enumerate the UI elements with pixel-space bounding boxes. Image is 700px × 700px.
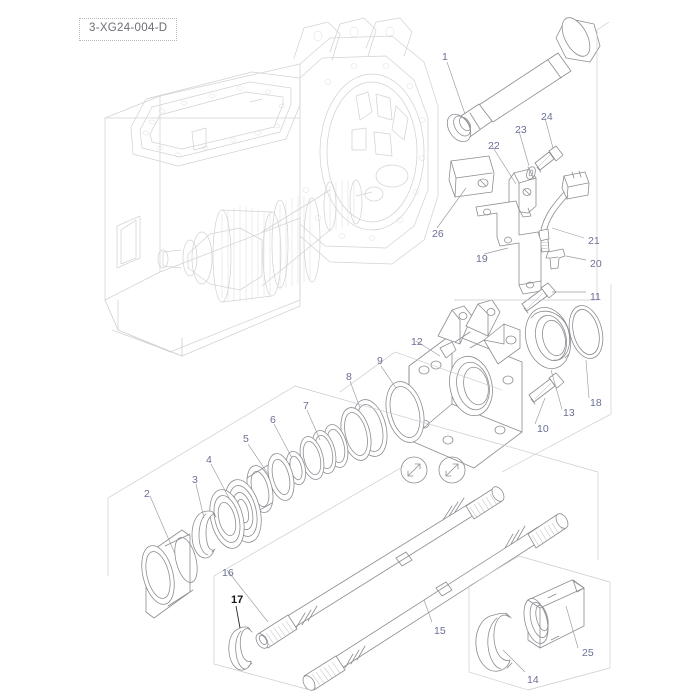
leader-lines [149, 61, 590, 673]
callout-11[interactable]: 11 [590, 291, 601, 303]
part-15-pto-shaft-long [302, 513, 569, 691]
transmission-housing-ghost [104, 17, 439, 357]
callout-23[interactable]: 23 [515, 124, 527, 136]
part-12-bearing-housing [408, 299, 523, 469]
callout-3[interactable]: 3 [192, 474, 198, 486]
part-4-ball-bearing [209, 479, 262, 549]
callout-25[interactable]: 25 [582, 647, 594, 659]
part-20-plug [545, 248, 566, 270]
callout-24[interactable]: 24 [541, 111, 553, 123]
callout-10[interactable]: 10 [537, 423, 549, 435]
part-8-shim-pack [340, 399, 388, 461]
callout-18[interactable]: 18 [590, 397, 602, 409]
callout-14[interactable]: 14 [527, 674, 539, 686]
callout-6[interactable]: 6 [270, 414, 276, 426]
part-2-bushing [141, 529, 198, 619]
callout-7[interactable]: 7 [303, 400, 309, 412]
part-19-mounting-bracket [475, 200, 542, 295]
part-23-washer [526, 166, 536, 180]
part-13-oil-seal [524, 307, 572, 369]
part-9-o-ring [385, 381, 425, 443]
part-26-cover-cap [448, 155, 495, 198]
part-10-bolt-lower [528, 372, 565, 405]
part-16-pto-shaft-short [255, 486, 505, 649]
part-18-o-ring-outer [568, 305, 604, 359]
callout-12[interactable]: 12 [411, 336, 423, 348]
callout-16[interactable]: 16 [222, 567, 234, 579]
callout-1[interactable]: 1 [442, 51, 448, 63]
callout-15[interactable]: 15 [434, 625, 446, 637]
shaft-detail-bubbles [400, 456, 466, 484]
callout-5[interactable]: 5 [243, 433, 249, 445]
part-24-bolt-switch [534, 145, 564, 173]
callout-20[interactable]: 20 [590, 258, 602, 270]
part-17-circlip [228, 626, 253, 671]
callout-22[interactable]: 22 [488, 140, 500, 152]
drawing-number-label: 3-XG24-004-D [79, 18, 178, 41]
callout-8[interactable]: 8 [346, 371, 352, 383]
callout-2[interactable]: 2 [144, 488, 150, 500]
callout-13[interactable]: 13 [563, 407, 575, 419]
callout-26[interactable]: 26 [432, 228, 444, 240]
part-7-shim [299, 424, 349, 480]
callout-17[interactable]: 17 [231, 594, 244, 606]
part-25-shaft-sleeve [523, 579, 585, 649]
part-21-sensor-harness [538, 170, 590, 253]
callout-9[interactable]: 9 [377, 355, 383, 367]
callout-19[interactable]: 19 [476, 253, 488, 265]
part-3-snap-ring [191, 510, 217, 559]
callout-21[interactable]: 21 [588, 235, 600, 247]
callout-4[interactable]: 4 [206, 454, 212, 466]
part-14-retaining-ring [475, 612, 513, 672]
group-boxes [107, 21, 612, 691]
part-1-pto-shaft-stub [446, 17, 601, 143]
